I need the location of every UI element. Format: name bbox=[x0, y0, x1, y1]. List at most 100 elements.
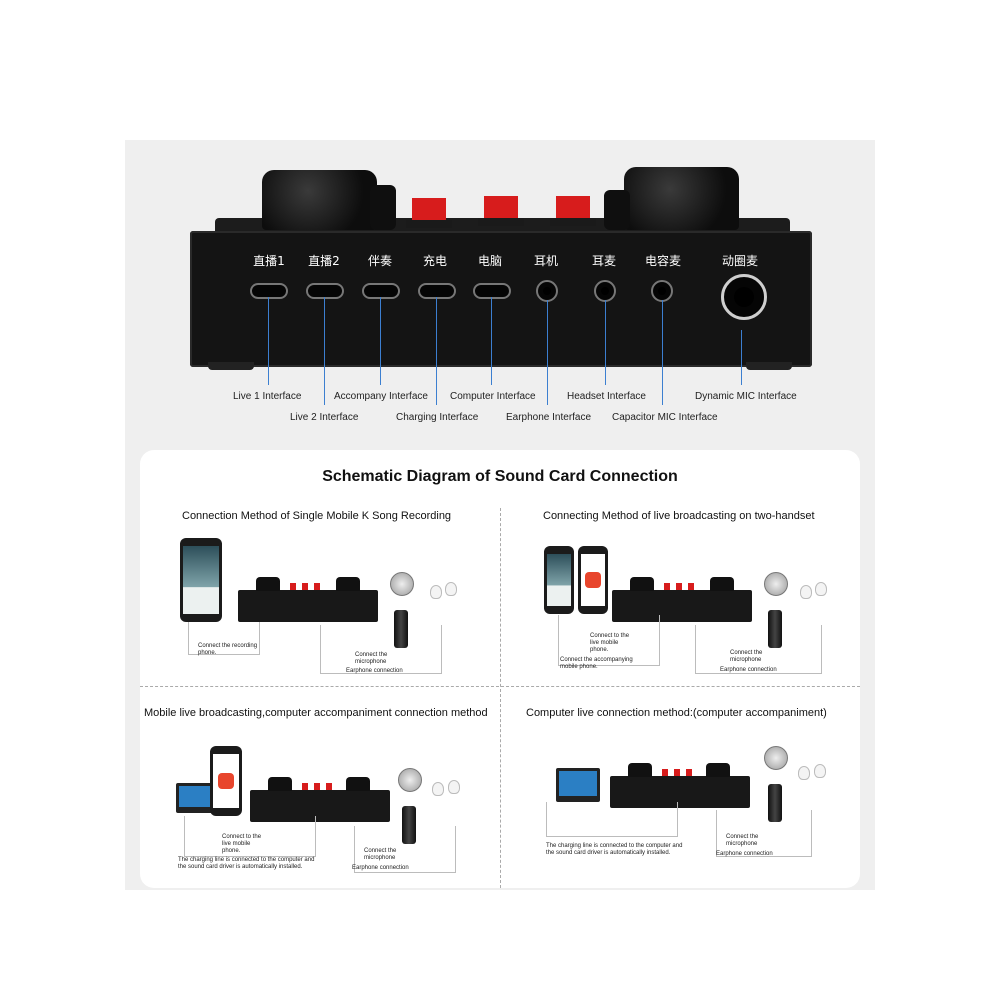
q3-label-earphone: Earphone connection bbox=[352, 865, 409, 871]
live-app-icon bbox=[218, 773, 234, 789]
caption-charging: Charging Interface bbox=[396, 412, 479, 423]
right-volume-knob bbox=[624, 167, 739, 230]
jack-earphone bbox=[536, 280, 558, 302]
q2-knob-right bbox=[710, 577, 734, 591]
jack-headset bbox=[594, 280, 616, 302]
q3-title: Mobile live broadcasting,computer accomp… bbox=[144, 707, 488, 719]
q3-wire-computer bbox=[184, 816, 316, 857]
leader-line-live2 bbox=[324, 297, 325, 405]
port-label-headset: 耳麦 bbox=[591, 254, 616, 268]
q2-knob-left bbox=[630, 577, 654, 591]
q3-knob-left bbox=[268, 777, 292, 791]
q4-fader bbox=[662, 769, 668, 776]
q2-microphone-head bbox=[764, 572, 788, 596]
port-label-live2: 直播2 bbox=[308, 254, 340, 268]
jack-capacitor-mic bbox=[651, 280, 673, 302]
device-foot-right bbox=[746, 362, 792, 370]
port-label-live1: 直播1 bbox=[253, 254, 285, 268]
q1-fader bbox=[290, 583, 296, 590]
q1-earbud-right bbox=[445, 582, 457, 596]
port-label-earphone: 耳机 bbox=[533, 254, 558, 268]
left-volume-knob bbox=[262, 170, 377, 230]
device-front-panel bbox=[190, 231, 812, 367]
q1-title: Connection Method of Single Mobile K Son… bbox=[182, 510, 452, 522]
q2-accompany-phone bbox=[544, 546, 574, 614]
port-label-computer: 电脑 bbox=[477, 254, 502, 268]
q4-microphone-body bbox=[768, 784, 782, 822]
q3-label-mic: Connect the microphone bbox=[364, 848, 397, 861]
right-knob-side bbox=[604, 190, 630, 230]
q1-fader bbox=[302, 583, 308, 590]
q2-earbud-right bbox=[815, 582, 827, 596]
usbc-port-computer bbox=[473, 283, 511, 299]
q2-wire-mic-earphone bbox=[695, 625, 822, 674]
q2-label-earphone: Earphone connection bbox=[720, 667, 777, 673]
q1-wire-mic-earphone bbox=[320, 625, 442, 674]
live-app-icon bbox=[585, 572, 601, 588]
caption-live2: Live 2 Interface bbox=[290, 412, 359, 423]
q3-label-live: Connect to the live mobile phone. bbox=[222, 834, 262, 854]
q1-knob-right bbox=[336, 577, 360, 591]
q2-label-accompany: Connect the accompanying mobile phone. bbox=[560, 657, 633, 670]
q4-computer-monitor bbox=[556, 768, 600, 802]
q2-fader bbox=[688, 583, 694, 590]
q3-fader bbox=[302, 783, 308, 790]
q1-earbud-left bbox=[430, 585, 442, 599]
leader-line-earphone bbox=[547, 300, 548, 405]
q4-wire-mic-earphone bbox=[716, 810, 812, 857]
q2-mini-sound-card bbox=[612, 590, 752, 622]
q2-label-live: Connect to the live mobile phone. bbox=[590, 633, 630, 653]
q2-wire-phones bbox=[558, 615, 660, 666]
port-label-accompany: 伴奏 bbox=[367, 254, 392, 268]
q1-wire-phone bbox=[188, 622, 260, 655]
caption-accompany: Accompany Interface bbox=[334, 391, 428, 402]
leader-line-headset bbox=[605, 300, 606, 385]
red-fader-2 bbox=[478, 196, 524, 226]
q1-knob-left bbox=[256, 577, 280, 591]
usbc-port-live2 bbox=[306, 283, 344, 299]
q2-live-phone bbox=[578, 546, 608, 614]
red-fader-1 bbox=[406, 198, 452, 228]
q3-earbud-left bbox=[432, 782, 444, 796]
q3-mini-sound-card bbox=[250, 790, 390, 822]
q4-earbud-left bbox=[798, 766, 810, 780]
port-label-charging: 充电 bbox=[422, 254, 447, 268]
q3-computer-monitor bbox=[176, 783, 214, 813]
leader-line-live1 bbox=[268, 297, 269, 385]
q4-wire-computer bbox=[546, 802, 678, 837]
q3-knob-right bbox=[346, 777, 370, 791]
q1-microphone-head bbox=[390, 572, 414, 596]
leader-line-capacitor bbox=[662, 300, 663, 405]
q3-earbud-right bbox=[448, 780, 460, 794]
q3-label-charging: The charging line is connected to the co… bbox=[178, 857, 315, 870]
q4-label-mic: Connect the microphone bbox=[726, 834, 759, 847]
caption-live1: Live 1 Interface bbox=[233, 391, 302, 402]
leader-line-dynamic bbox=[741, 330, 742, 385]
xlr-dynamic-mic bbox=[721, 274, 767, 320]
q3-microphone-head bbox=[398, 768, 422, 792]
q4-fader bbox=[686, 769, 692, 776]
caption-capacitor-mic: Capacitor MIC Interface bbox=[612, 412, 718, 423]
q2-earbud-left bbox=[800, 585, 812, 599]
q4-mini-sound-card bbox=[610, 776, 750, 808]
red-fader-3 bbox=[550, 196, 596, 226]
quadrant-divider-horizontal bbox=[140, 686, 860, 687]
device-foot-left bbox=[208, 362, 254, 370]
q3-live-phone bbox=[210, 746, 242, 816]
usbc-port-live1 bbox=[250, 283, 288, 299]
schematic-card: Schematic Diagram of Sound Card Connecti… bbox=[140, 450, 860, 888]
q4-microphone-head bbox=[764, 746, 788, 770]
q1-label-earphone: Earphone connection bbox=[346, 668, 403, 674]
q1-recording-phone bbox=[180, 538, 222, 622]
left-knob-side bbox=[370, 185, 396, 230]
schematic-title: Schematic Diagram of Sound Card Connecti… bbox=[322, 468, 678, 485]
q2-microphone-body bbox=[768, 610, 782, 648]
caption-computer: Computer Interface bbox=[450, 391, 536, 402]
q3-microphone-body bbox=[402, 806, 416, 844]
q4-label-earphone: Earphone connection bbox=[716, 851, 773, 857]
q1-microphone-body bbox=[394, 610, 408, 648]
q4-fader bbox=[674, 769, 680, 776]
q1-fader bbox=[314, 583, 320, 590]
q3-fader bbox=[314, 783, 320, 790]
quadrant-divider-vertical bbox=[500, 508, 501, 888]
